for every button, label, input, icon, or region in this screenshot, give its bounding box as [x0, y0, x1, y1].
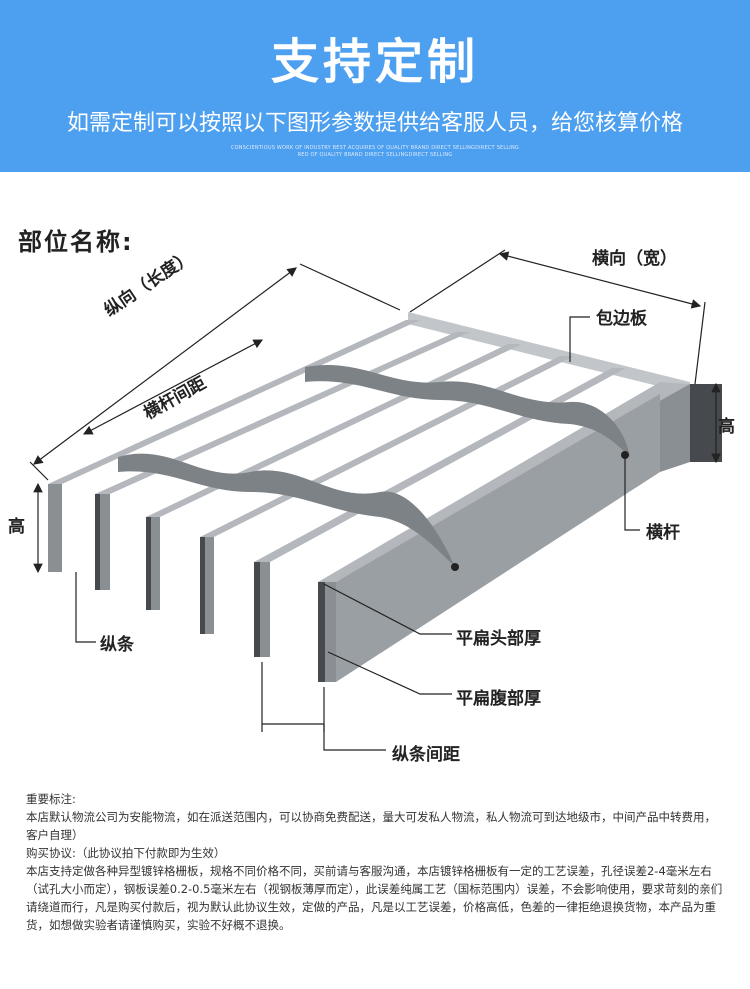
label-edge-plate: 包边板: [596, 309, 647, 329]
notes-agreement-heading: 购买协议:（此协议拍下付款即为生效）: [26, 846, 226, 860]
section-title: 部位名称:: [18, 228, 134, 256]
longitudinal-bar: [318, 382, 690, 682]
dimension-arrow-icon: [82, 339, 264, 435]
notes-block: 重要标注: 本店默认物流公司为安能物流，如在派送范围内，可以协商免费配送，量大可…: [26, 790, 726, 934]
header-banner: 支持定制 如需定制可以按照以下图形参数提供给客服人员，给您核算价格 CONSCI…: [0, 0, 750, 172]
leader-dot-icon: [451, 563, 459, 571]
label-crossbar: 横杆: [646, 523, 680, 543]
label-flat-head-thickness: 平扁头部厚: [456, 629, 541, 649]
dimension-lines: [29, 249, 721, 751]
banner-small-line-2: RED OF QUALITY BRAND DIRECT SELLINGDIREC…: [297, 152, 453, 158]
label-height-left: 高: [8, 517, 25, 537]
notes-agreement: 本店支持定做各种异型镀锌格栅板，规格不同价格不同，买前请与客服沟通，本店镀锌格栅…: [26, 864, 723, 932]
label-longitudinal-bar: 纵条: [100, 635, 134, 655]
crossbars: [118, 364, 630, 571]
label-transverse-width: 横向（宽）: [592, 249, 677, 269]
banner-small-text: CONSCIENTIOUS WORK OF INDUSTRY BEST ACQU…: [0, 145, 750, 159]
dimension-arrow-icon: [498, 251, 702, 309]
banner-small-line-1: CONSCIENTIOUS WORK OF INDUSTRY BEST ACQU…: [230, 145, 519, 151]
notes-heading: 重要标注:: [26, 792, 76, 806]
label-longitudinal-spacing: 纵条间距: [392, 745, 460, 765]
banner-title: 支持定制: [270, 34, 479, 90]
banner-subtitle: 如需定制可以按照以下图形参数提供给客服人员，给您核算价格: [66, 111, 683, 136]
label-height-right: 高: [718, 417, 735, 437]
notes-logistics: 本店默认物流公司为安能物流，如在派送范围内，可以协商免费配送，量大可发私人物流，…: [26, 810, 716, 842]
label-flat-web-thickness: 平扁腹部厚: [456, 689, 541, 709]
grating-diagram: [29, 249, 722, 751]
